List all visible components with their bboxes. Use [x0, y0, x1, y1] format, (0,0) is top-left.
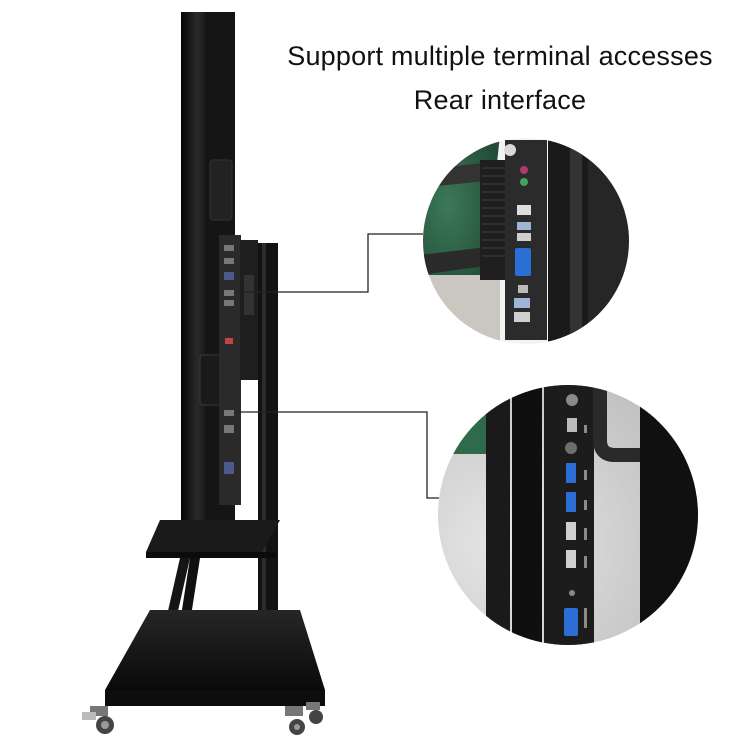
caster-wheel — [82, 706, 114, 734]
stand-shelf — [146, 520, 280, 552]
display-side-view — [181, 12, 258, 550]
headline-line-2: Rear interface — [413, 85, 587, 115]
zoom-circle-lower-ports — [438, 385, 698, 645]
caster-wheel — [306, 702, 323, 724]
zoom-circle-upper-ports — [423, 138, 629, 344]
mobile-stand — [82, 243, 325, 735]
callout-line-lower — [236, 411, 440, 499]
headline-line-1: Support multiple terminal accesses — [287, 41, 713, 71]
callout-line-upper — [236, 233, 423, 293]
callout-lines — [236, 233, 440, 499]
caster-wheel — [285, 706, 305, 735]
headline: Support multiple terminal accesses Rear … — [250, 34, 750, 122]
stand-base — [105, 610, 325, 690]
